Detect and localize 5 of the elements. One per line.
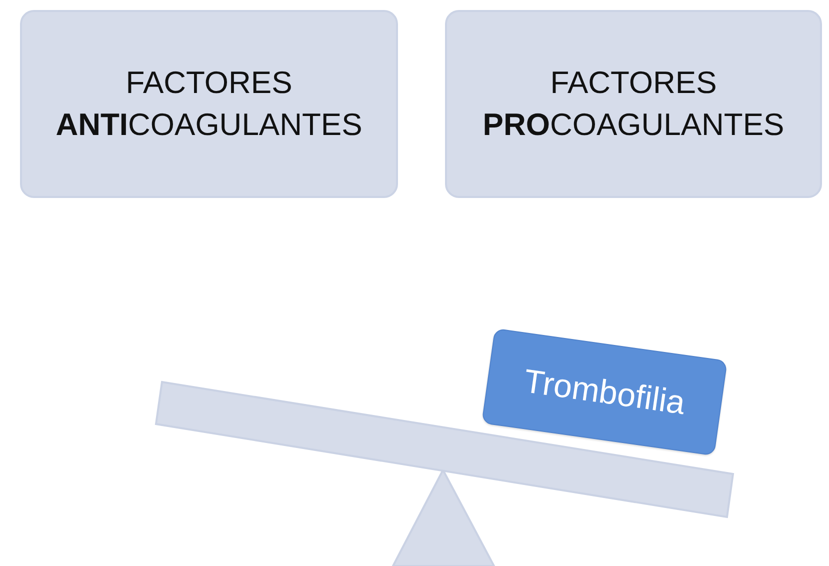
factor-label: FACTORES PROCOAGULANTES [482,64,786,144]
weight-label: Trombofilia [521,360,688,423]
factor-box [445,10,822,198]
factor-box [20,10,398,198]
factor-label: FACTORES ANTICOAGULANTES [54,64,364,144]
